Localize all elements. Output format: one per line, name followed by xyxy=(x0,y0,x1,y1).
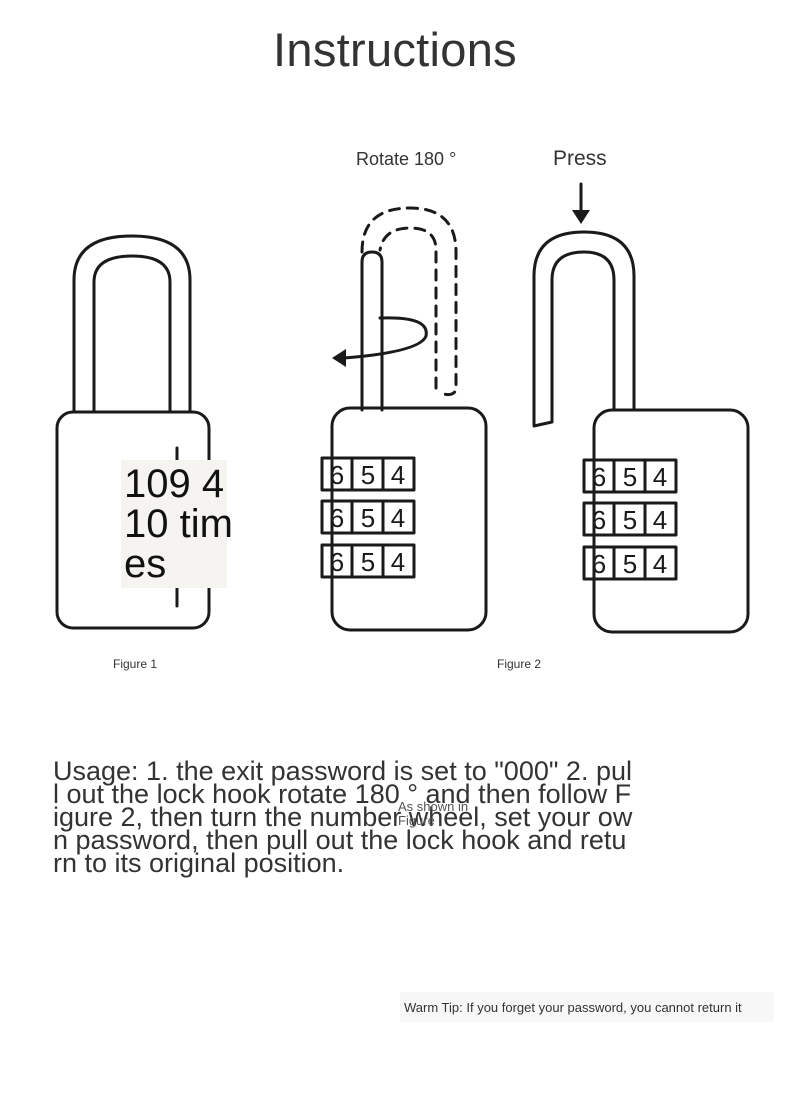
lock3-row2-digit2: 5 xyxy=(623,505,637,535)
shackle-figure-3 xyxy=(532,230,636,428)
figure-1-caption: Figure 1 xyxy=(113,657,158,671)
rotation-arrow-figure-2 xyxy=(342,316,428,360)
press-arrowhead xyxy=(572,210,590,224)
warm-tip-background xyxy=(400,992,774,1022)
page-title: Instructions xyxy=(273,23,517,76)
lock3-row3-digit3: 4 xyxy=(653,549,667,579)
shackle-figure-1 xyxy=(72,234,192,414)
lock3-row3-digit1: 6 xyxy=(592,549,606,579)
dial-rows-figure-3 xyxy=(582,458,678,581)
overlay-background xyxy=(121,460,227,588)
rotate-label: Rotate 180 ° xyxy=(356,149,457,169)
lock2-row1-digit1: 6 xyxy=(330,460,344,490)
warm-tip: Warm Tip: If you forget your password, y… xyxy=(404,1000,742,1015)
padlock-figure-2 xyxy=(320,206,488,632)
lock3-row1-digit3: 4 xyxy=(653,462,667,492)
dial-digits: 6 5 4 6 5 4 6 5 4 6 5 4 6 5 4 6 5 4 xyxy=(330,460,667,579)
lock-body-figure-3 xyxy=(592,408,750,634)
lock3-row1-digit2: 5 xyxy=(623,462,637,492)
lock2-row1-digit2: 5 xyxy=(361,460,375,490)
lock3-row2-digit1: 6 xyxy=(592,505,606,535)
lock2-row1-digit3: 4 xyxy=(391,460,405,490)
lock2-row3-digit3: 4 xyxy=(391,547,405,577)
usage-instructions: Usage: 1. the exit password is set to "0… xyxy=(53,756,633,878)
shown-in-figure-note: As shown in Figure xyxy=(398,799,469,828)
dashed-shackle-figure-2 xyxy=(360,206,458,397)
lock2-row2-digit3: 4 xyxy=(391,503,405,533)
figure-2-caption: Figure 2 xyxy=(497,657,542,671)
lock3-row3-digit2: 5 xyxy=(623,549,637,579)
shackle-figure-2 xyxy=(360,250,384,412)
lock2-row3-digit2: 5 xyxy=(361,547,375,577)
press-label: Press xyxy=(553,147,607,170)
lock2-row2-digit1: 6 xyxy=(330,503,344,533)
rotation-arrowhead xyxy=(332,349,346,367)
padlock-figure-3 xyxy=(532,182,750,634)
lock3-row1-digit1: 6 xyxy=(592,462,606,492)
lock-body-figure-2 xyxy=(330,406,488,632)
lock2-row2-digit2: 5 xyxy=(361,503,375,533)
lock2-row3-digit1: 6 xyxy=(330,547,344,577)
overlay-text: 109 410 times xyxy=(124,462,233,586)
lock3-row2-digit3: 4 xyxy=(653,505,667,535)
dial-rows-figure-2 xyxy=(320,456,416,579)
